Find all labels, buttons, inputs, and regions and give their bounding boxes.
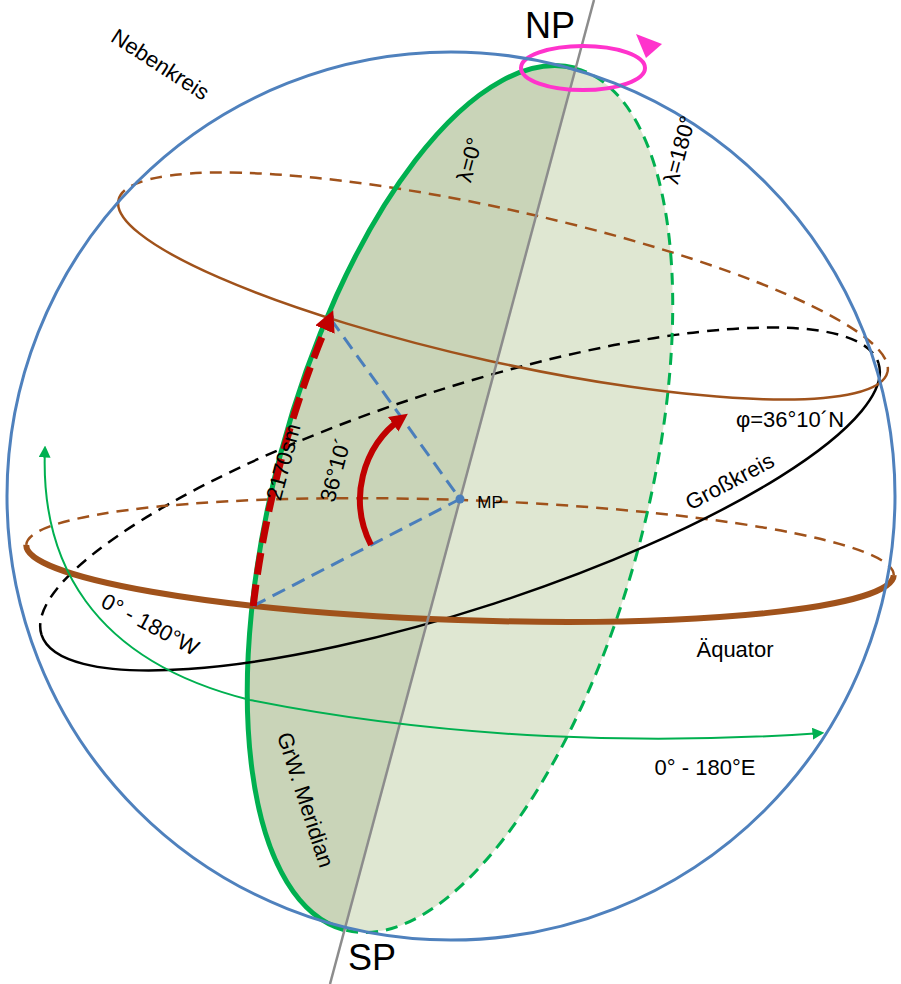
pole-label: NP <box>525 6 575 46</box>
rotation-ring <box>521 46 645 90</box>
radius-lines <box>253 318 460 606</box>
parallel-back <box>118 126 901 372</box>
earth-axis <box>330 0 594 984</box>
meridian-label: λ=180° <box>659 113 700 186</box>
parallel-front <box>102 200 888 446</box>
pole-label: SP <box>348 938 396 978</box>
rotation-arrowhead <box>636 34 662 58</box>
centre-point <box>456 495 465 504</box>
longitude-arrow <box>45 448 822 739</box>
equator-back <box>26 485 896 575</box>
centre-label: MP <box>477 494 503 513</box>
meridian-plane <box>166 20 754 977</box>
direction-label: 0° - 180°E <box>655 756 756 780</box>
latitude-distance-arc <box>243 315 331 606</box>
circle-label: Äquator <box>696 638 773 662</box>
meridian-fill-back <box>345 68 755 977</box>
circle-label: Nebenkreis <box>107 25 214 106</box>
latitude-label: φ=36°10´N <box>736 408 844 432</box>
great-circle-front <box>42 363 901 740</box>
angle-arc <box>360 418 402 545</box>
sphere-outline <box>7 52 895 940</box>
great-circle-back <box>8 258 879 635</box>
meridian-outline <box>166 20 754 977</box>
